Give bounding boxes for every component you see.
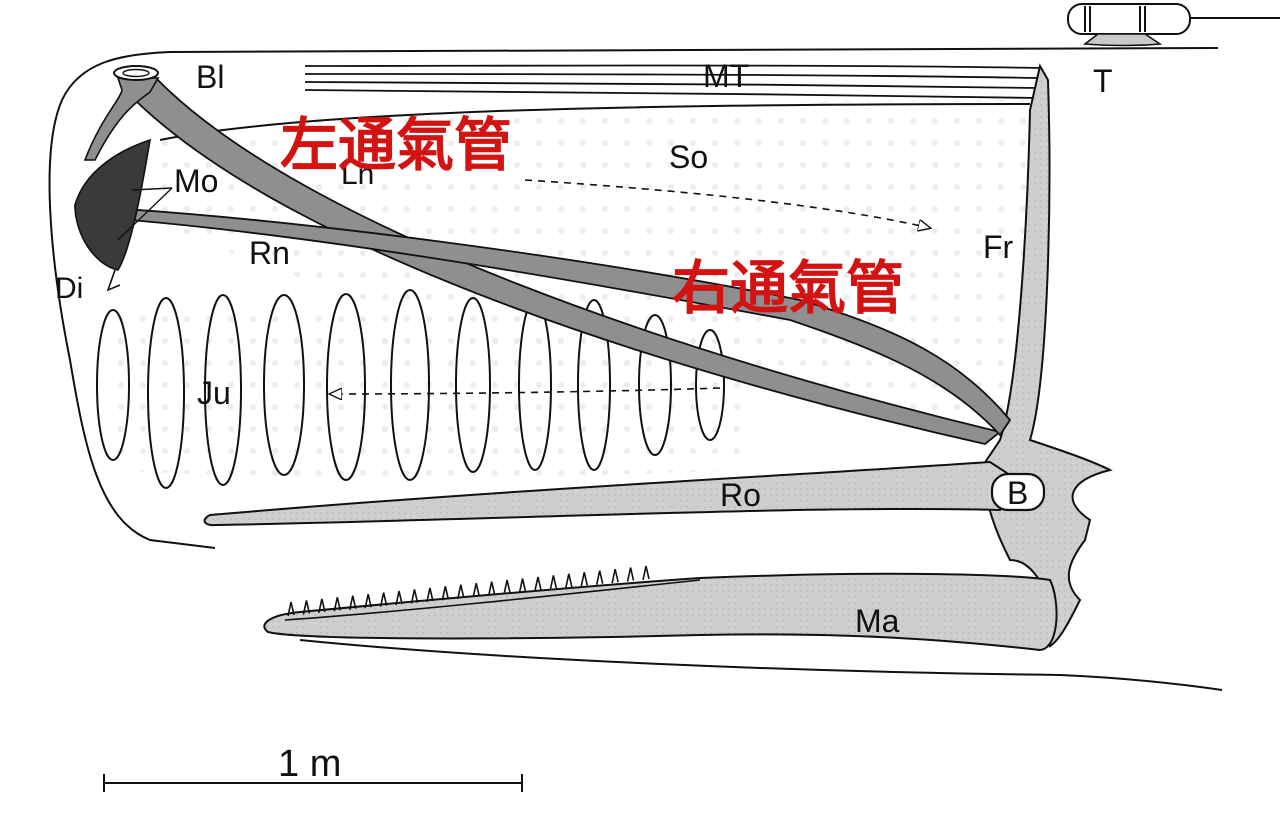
tooth bbox=[426, 587, 434, 603]
tooth bbox=[611, 568, 619, 584]
tooth bbox=[472, 583, 480, 598]
tooth bbox=[503, 579, 511, 595]
blowhole-tube bbox=[83, 77, 160, 161]
right-nasal-passage bbox=[74, 205, 1012, 437]
label-fr: Fr bbox=[983, 229, 1014, 265]
transducer-icon bbox=[1067, 3, 1280, 47]
tooth bbox=[333, 597, 342, 612]
tooth bbox=[595, 570, 604, 585]
sound-path-arrow-lower bbox=[330, 387, 721, 394]
tooth bbox=[302, 600, 311, 615]
tooth bbox=[318, 598, 326, 614]
tooth bbox=[642, 565, 650, 581]
label-ln: Ln bbox=[341, 158, 374, 191]
tooth bbox=[626, 567, 635, 582]
tooth bbox=[534, 576, 542, 592]
label-so: So bbox=[669, 139, 708, 175]
label-mt: MT bbox=[703, 58, 749, 94]
sound-path-arrow-upper bbox=[524, 179, 930, 228]
tooth bbox=[549, 575, 558, 590]
junk-field bbox=[100, 300, 740, 478]
label-mo: Mo bbox=[174, 163, 218, 199]
rostrum bbox=[203, 460, 1012, 527]
museau-de-singe bbox=[74, 138, 152, 271]
teeth bbox=[287, 565, 650, 617]
tooth bbox=[348, 595, 357, 610]
tooth bbox=[487, 581, 496, 596]
label-b: B bbox=[1007, 475, 1028, 511]
mo-pointer-lines bbox=[117, 187, 173, 241]
tooth bbox=[410, 589, 419, 604]
tooth bbox=[379, 592, 388, 607]
blowhole bbox=[113, 65, 159, 81]
bulla bbox=[990, 472, 1046, 512]
tooth bbox=[395, 590, 403, 606]
tooth bbox=[287, 601, 295, 617]
label-t: T bbox=[1093, 63, 1113, 99]
tooth bbox=[457, 584, 465, 599]
lower-contour bbox=[299, 639, 1223, 691]
label-ma: Ma bbox=[855, 603, 900, 639]
tooth bbox=[518, 578, 527, 593]
label-ju: Ju bbox=[197, 375, 231, 411]
scale-bar bbox=[103, 774, 523, 792]
tooth bbox=[441, 586, 450, 601]
muscle-tendon-layer bbox=[304, 64, 1041, 99]
tooth bbox=[364, 593, 372, 609]
distal-sac bbox=[106, 269, 121, 292]
tooth bbox=[580, 572, 589, 587]
label-bl: Bl bbox=[196, 59, 224, 95]
label-rn: Rn bbox=[249, 235, 290, 271]
label-di: Di bbox=[55, 272, 83, 305]
mandible-groove bbox=[284, 579, 701, 621]
tooth bbox=[565, 573, 573, 588]
annotation-left-nasal: 左通氣管 bbox=[280, 111, 512, 179]
mandible bbox=[263, 572, 1058, 652]
spermaceti-outline bbox=[159, 103, 1031, 141]
head-outline bbox=[48, 47, 1219, 549]
annotation-right-nasal: 右通氣管 bbox=[672, 254, 904, 322]
scale-bar-label: 1 m bbox=[278, 743, 341, 785]
label-ro: Ro bbox=[720, 477, 761, 513]
